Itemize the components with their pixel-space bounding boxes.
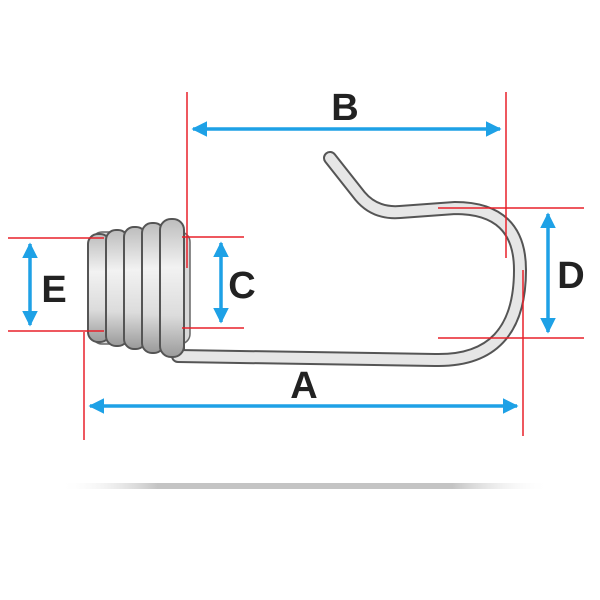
label-e: E xyxy=(41,269,66,311)
label-a: A xyxy=(290,365,317,407)
floor-shadow xyxy=(60,483,550,489)
label-b: B xyxy=(331,87,358,129)
extension-lines xyxy=(8,92,584,440)
spring-coil xyxy=(87,218,191,358)
hook-wire xyxy=(171,151,527,368)
label-c: C xyxy=(228,265,255,307)
dimension-arrows xyxy=(22,121,556,414)
label-d: D xyxy=(557,255,584,297)
